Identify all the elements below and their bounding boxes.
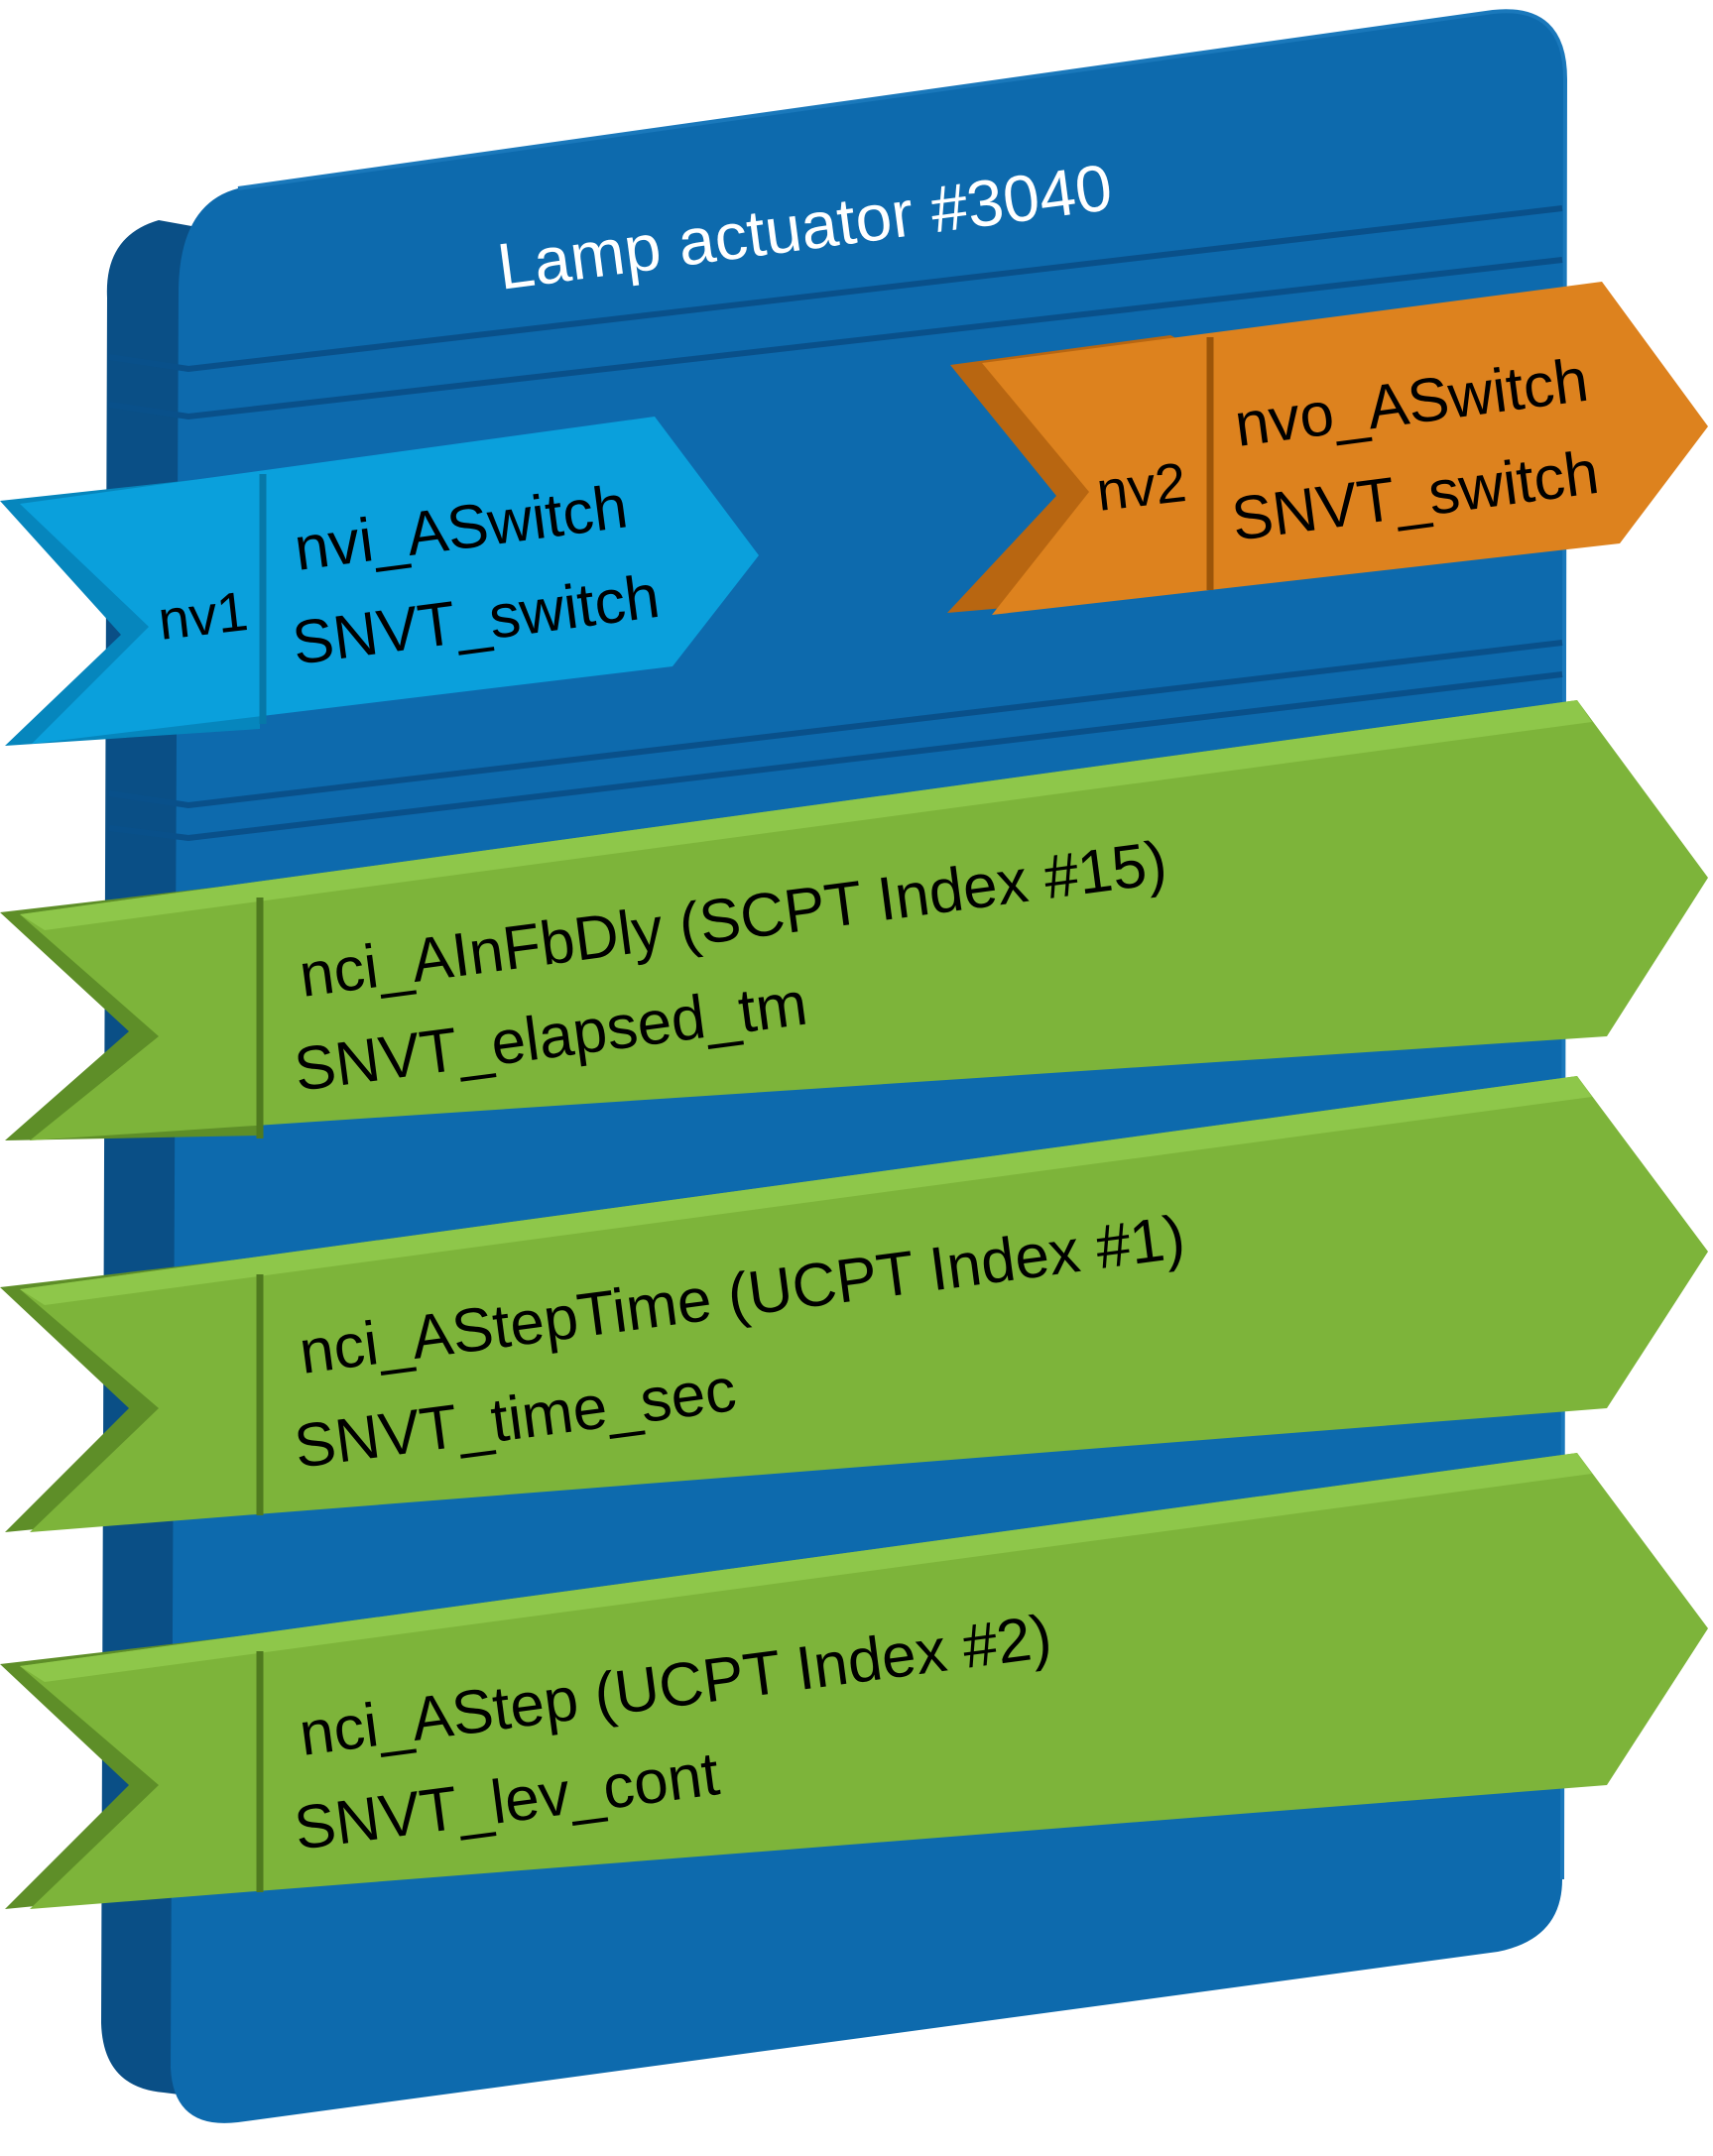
config-property-1: nci_AInFbDly (SCPT Index #15) SNVT_elaps…: [0, 700, 1708, 1140]
config-property-1-top: [20, 700, 1592, 930]
config-property-3-face: [20, 1453, 1708, 1909]
config-property-2-face: [20, 1076, 1708, 1532]
output-nv2-id: nv2: [1093, 450, 1189, 523]
output-nv2: nv2 nvo_ASwitch SNVT_switch: [947, 282, 1708, 615]
config-property-2: nci_AStepTime (UCPT Index #1) SNVT_time_…: [0, 1076, 1708, 1532]
device-seams: [108, 205, 1563, 842]
output-nv2-face: [982, 282, 1708, 615]
config-property-3-top: [20, 1453, 1592, 1682]
config-property-2-top: [20, 1076, 1592, 1305]
device-edge: [237, 9, 1568, 1880]
input-nv1-id: nv1: [155, 579, 251, 652]
input-nv1: nv1 nvi_ASwitch SNVT_switch: [0, 417, 759, 746]
config-property-3: nci_AStep (UCPT Index #2) SNVT_lev_cont: [0, 1453, 1708, 1909]
config-property-1-face: [20, 700, 1708, 1140]
input-nv1-face: [20, 417, 759, 744]
